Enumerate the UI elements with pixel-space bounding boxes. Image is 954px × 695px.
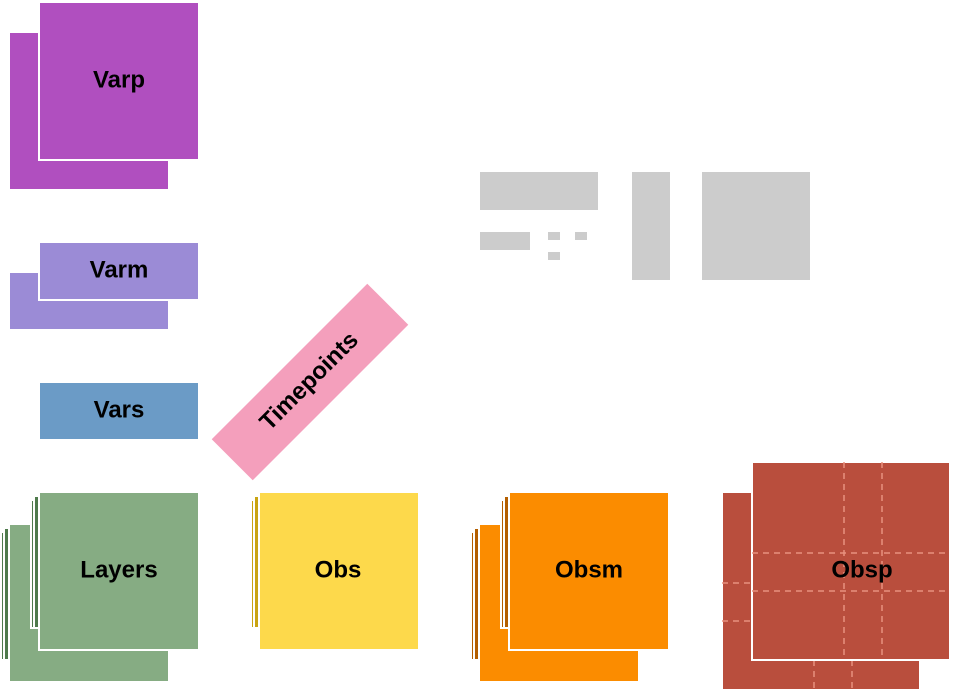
legend-dot-2 xyxy=(575,232,587,240)
obsp-label: Obsp xyxy=(831,556,892,583)
legend-square xyxy=(702,172,810,280)
obsm-front-square xyxy=(508,491,670,651)
varp-label: Varp xyxy=(93,66,145,93)
varp-front-square xyxy=(38,1,200,161)
legend-dot-3 xyxy=(548,252,560,260)
obsp-block: Obsp xyxy=(721,461,951,691)
vars-block: Vars xyxy=(38,381,200,441)
timepoints-rect xyxy=(211,283,409,481)
timepoints-block: Timepoints xyxy=(211,283,409,481)
obsm-label: Obsm xyxy=(555,556,623,583)
layers-front-square xyxy=(38,491,200,651)
obs-label: Obs xyxy=(315,556,362,583)
layers-block: Layers xyxy=(0,491,200,683)
legend-glyphs xyxy=(480,172,810,280)
vars-label: Vars xyxy=(94,396,145,423)
varm-front-rect xyxy=(38,241,200,301)
varm-label: Varm xyxy=(90,256,149,283)
layers-label: Layers xyxy=(80,556,157,583)
obs-square xyxy=(258,491,420,651)
obsp-front-square xyxy=(751,461,951,661)
varp-block: Varp xyxy=(8,1,200,191)
legend-tall-bar xyxy=(632,172,670,280)
vars-rect xyxy=(38,381,200,441)
legend-short-bar xyxy=(480,232,530,250)
obsm-block: Obsm xyxy=(470,491,670,683)
legend-wide-bar xyxy=(480,172,598,210)
obs-block: Obs xyxy=(250,491,420,651)
varm-block: Varm xyxy=(8,241,200,331)
legend-dot-1 xyxy=(548,232,560,240)
